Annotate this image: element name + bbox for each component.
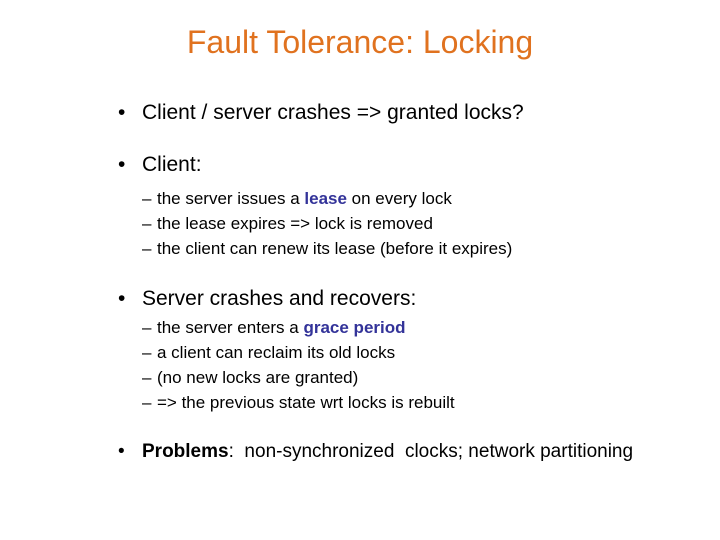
bullet-item: • Client / server crashes => granted lock… xyxy=(0,100,720,126)
text-run: the client can renew its lease (before i… xyxy=(157,239,513,258)
text-run: the lease expires => lock is removed xyxy=(157,214,433,233)
dash-marker-icon: – xyxy=(142,214,152,233)
sub-bullet-item: –the server issues a lease on every lock xyxy=(0,186,720,211)
sub-bullet-item: –the client can renew its lease (before … xyxy=(0,236,720,261)
text-run: a client can reclaim its old locks xyxy=(157,343,396,362)
dash-marker-icon: – xyxy=(142,343,152,362)
sub-bullet-item: –the lease expires => lock is removed xyxy=(0,211,720,236)
text-run: the server enters a xyxy=(157,318,304,337)
bullet-marker-icon: • xyxy=(118,287,126,310)
dash-marker-icon: – xyxy=(142,368,152,387)
text-run: the server issues a xyxy=(157,189,305,208)
sub-bullet-group: –the server issues a lease on every lock… xyxy=(0,186,720,261)
bullet-marker-icon: • xyxy=(118,101,126,124)
bullet-marker-icon: • xyxy=(118,441,125,462)
text-run: Server crashes and recovers: xyxy=(142,287,417,310)
text-run: => the previous state wrt locks is rebui… xyxy=(157,393,455,412)
sub-bullet-item: –a client can reclaim its old locks xyxy=(0,340,720,365)
slide-title: Fault Tolerance: Locking xyxy=(186,24,534,60)
text-run: : non-synchronized clocks; network parti… xyxy=(228,441,634,462)
text-run-bold: Problems xyxy=(142,441,229,462)
text-run: on every lock xyxy=(346,189,452,208)
dash-marker-icon: – xyxy=(142,239,152,258)
sub-bullet-item: –the server enters a grace period xyxy=(0,315,720,340)
bullet-item: • Client: xyxy=(0,152,720,178)
text-run: Client: xyxy=(142,153,202,176)
text-run-highlight: grace period xyxy=(303,318,406,337)
dash-marker-icon: – xyxy=(142,318,152,337)
sub-bullet-item: –(no new locks are granted) xyxy=(0,365,720,390)
dash-marker-icon: – xyxy=(142,189,152,208)
bullet-item: • Problems: non-synchronized clocks; netw… xyxy=(0,439,720,465)
sub-bullet-item: –=> the previous state wrt locks is rebu… xyxy=(0,390,720,415)
sub-bullet-group: –the server enters a grace period –a cli… xyxy=(0,315,720,415)
dash-marker-icon: – xyxy=(142,393,152,412)
text-run: Client / server crashes => granted locks… xyxy=(142,101,524,124)
bullet-marker-icon: • xyxy=(118,153,126,176)
text-run: (no new locks are granted) xyxy=(157,368,359,387)
text-run-highlight: lease xyxy=(304,189,347,208)
bullet-item: • Server crashes and recovers: xyxy=(0,286,720,312)
